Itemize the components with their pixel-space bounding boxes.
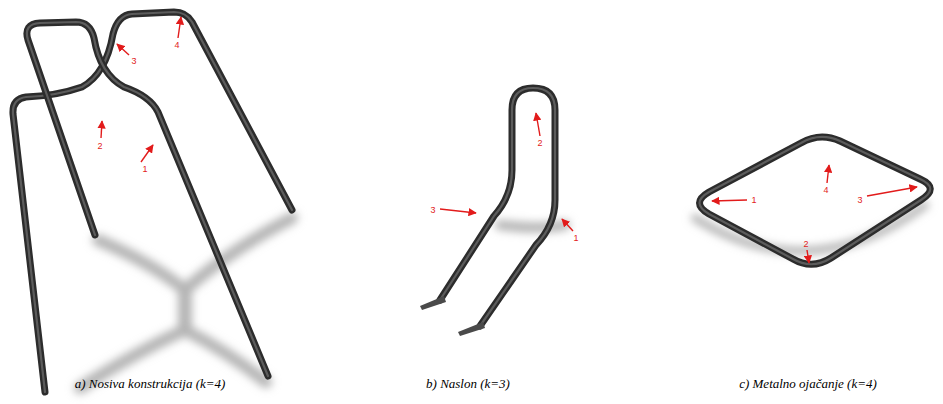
callout-number: 3 (131, 56, 136, 66)
callout-number: 2 (537, 138, 542, 148)
callout-number: 1 (751, 195, 756, 205)
flat-foot (420, 296, 446, 310)
figure-caption: c) Metalno ojačanje (k=4) (739, 376, 877, 392)
callout-number: 3 (430, 205, 435, 215)
callout-number: 3 (857, 195, 862, 205)
callout-number: 2 (97, 141, 102, 151)
callout-number: 2 (803, 239, 808, 249)
callout-number: 4 (174, 40, 179, 50)
backrest-frame (420, 88, 555, 336)
figure-caption: a) Nosiva konstrukcija (k=4) (75, 376, 226, 392)
support-frame (13, 12, 292, 392)
callout-arrows (101, 17, 917, 263)
callout-number: 1 (142, 164, 147, 174)
reinforcement-ring (700, 137, 931, 264)
figure-caption: b) Naslon (k=3) (426, 376, 510, 392)
callout-number: 4 (823, 185, 828, 195)
flat-foot (458, 322, 485, 336)
callout-number: 1 (573, 233, 578, 243)
